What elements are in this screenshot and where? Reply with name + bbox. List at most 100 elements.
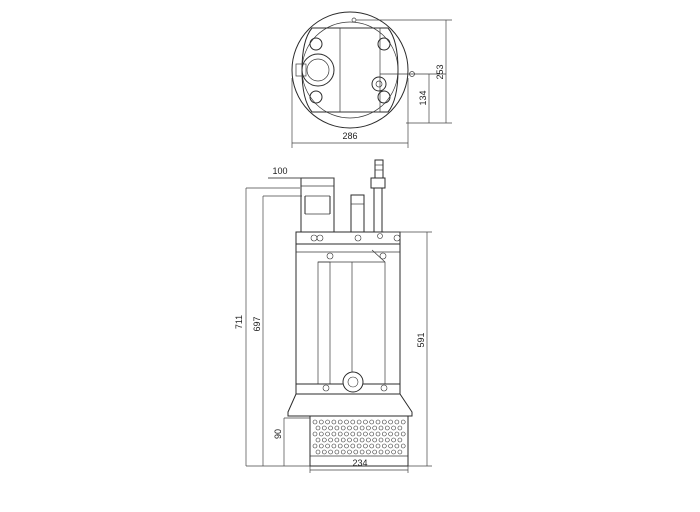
strainer-hole (350, 443, 356, 449)
strainer-hole (328, 437, 333, 443)
strainer-hole (372, 437, 378, 443)
strainer-hole (397, 425, 403, 431)
strainer-hole (347, 425, 352, 431)
strainer-hole (318, 443, 324, 449)
strainer-hole (350, 419, 356, 425)
strainer-hole (363, 443, 368, 449)
strainer-hole (312, 443, 318, 449)
side-fitting (350, 194, 365, 234)
strainer-hole (369, 431, 375, 437)
strainer-hole (325, 431, 330, 437)
strainer-hole (344, 431, 349, 437)
flange-bolt-4 (377, 233, 383, 239)
dim-286-label: 286 (342, 131, 357, 141)
strainer-hole (334, 425, 340, 431)
strainer-hole (356, 443, 362, 449)
strainer-hole (375, 419, 381, 425)
bolt-hole-bottom-right (377, 90, 391, 104)
strainer-hole (381, 431, 387, 437)
strainer-hole (318, 431, 324, 437)
dim-90-label: 90 (273, 429, 283, 439)
strainer-hole (353, 449, 359, 455)
strainer-hole (388, 431, 393, 437)
strainer-hole (391, 437, 396, 443)
discharge-pipe-neck (304, 196, 331, 214)
strainer-hole (359, 437, 365, 443)
strainer-hole (350, 431, 356, 437)
strainer-hole (366, 437, 371, 443)
strainer-hole (325, 419, 330, 425)
lower-housing-port-core (347, 376, 359, 388)
strainer-hole (372, 449, 378, 455)
strainer-hole (328, 449, 333, 455)
top-view-cable-entry-core (375, 80, 383, 88)
strainer-hole (312, 419, 318, 425)
dim-134-label: 134 (418, 90, 428, 105)
motor-mount-bolt-right (379, 252, 387, 260)
bolt-hole-top-right (377, 37, 391, 51)
strainer-hole (378, 425, 384, 431)
bolt-hole-top-left (309, 37, 323, 51)
top-view-discharge-outlet (301, 53, 335, 87)
strainer-hole (378, 449, 384, 455)
strainer-hole (369, 443, 375, 449)
strainer-holes (312, 419, 406, 455)
strainer-hole (340, 449, 346, 455)
top-view-inner-ring (301, 21, 399, 119)
strainer-hole (328, 425, 333, 431)
top-view-cable-housing (339, 27, 381, 113)
strainer-hole (394, 419, 400, 425)
strainer-hole (384, 437, 390, 443)
strainer-hole (388, 443, 393, 449)
strainer-hole (359, 449, 365, 455)
dim-100-label: 100 (272, 166, 287, 176)
strainer-hole (366, 449, 371, 455)
top-view-flange (301, 27, 399, 113)
strainer-hole (315, 449, 321, 455)
strainer-hole (347, 449, 352, 455)
side-view: 100 711 697 90 591 234 (234, 159, 432, 473)
bolt-hole-bottom-left (309, 90, 323, 104)
strainer-hole (391, 425, 396, 431)
pump-housing (287, 393, 413, 417)
lower-flange-bolt-right (380, 384, 388, 392)
strainer-hole (353, 437, 359, 443)
strainer-hole (353, 425, 359, 431)
dim-253-label: 253 (435, 64, 445, 79)
strainer-hole (331, 419, 337, 425)
strainer-hole (318, 419, 324, 425)
strainer-hole (369, 419, 375, 425)
strainer-hole (391, 449, 396, 455)
strainer-hole (394, 443, 400, 449)
flange-bolt-2 (316, 234, 324, 242)
strainer-hole (344, 419, 349, 425)
strainer-hole (321, 425, 327, 431)
strainer-hole (400, 431, 406, 437)
cable-gland-top (374, 159, 384, 179)
strainer-hole (356, 431, 362, 437)
motor-mount-bolt-left (326, 252, 334, 260)
strainer-hole (331, 443, 337, 449)
cable-gland-body (370, 177, 386, 189)
strainer-hole (340, 437, 346, 443)
strainer-hole (378, 437, 384, 443)
motor-housing (295, 243, 401, 385)
strainer-hole (321, 437, 327, 443)
strainer-hole (315, 425, 321, 431)
flange-bolt-1 (310, 234, 318, 242)
strainer-hole (381, 443, 387, 449)
strainer-hole (363, 419, 368, 425)
strainer-hole (381, 419, 387, 425)
top-view-outlet-tab (295, 63, 307, 77)
strainer-hole (315, 437, 321, 443)
strainer-hole (356, 419, 362, 425)
cable-gland-stem (373, 187, 383, 233)
strainer-hole (334, 449, 340, 455)
dim-697-label: 697 (252, 316, 262, 331)
dim-711-label: 711 (234, 315, 244, 329)
strainer-hole (312, 431, 318, 437)
strainer-hole (340, 425, 346, 431)
lower-flange-bolt-left (322, 384, 330, 392)
top-view-discharge-bore (306, 58, 330, 82)
top-view-outer-ring (291, 11, 409, 129)
